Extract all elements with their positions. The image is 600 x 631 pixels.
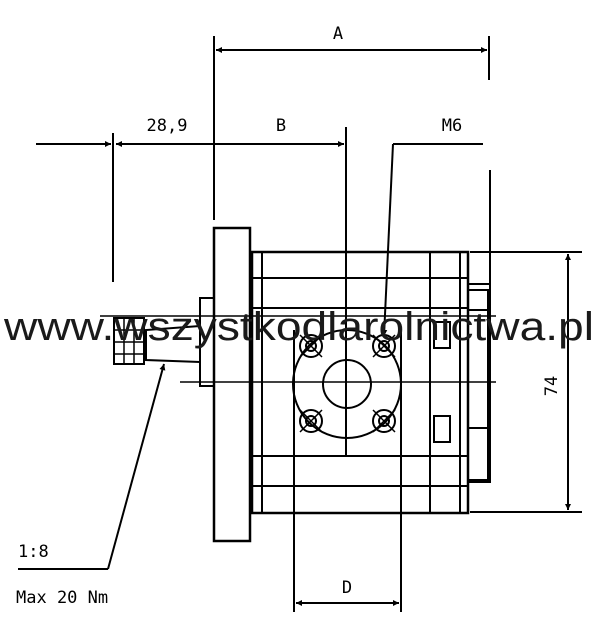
drive-shaft	[113, 317, 201, 365]
mounting-flange	[212, 226, 252, 543]
dimension-b: B	[116, 116, 347, 455]
thread-callout: M6	[381, 116, 483, 337]
watermark: www.wszystkodlarolnictwa.pl	[3, 305, 594, 349]
dimension-shaft-label: 28,9	[147, 116, 188, 136]
dimension-a: A	[213, 24, 490, 220]
dimension-height: 74	[470, 251, 582, 513]
dimension-b-label: B	[276, 116, 286, 136]
bolt-icon-bottom-left	[299, 409, 323, 433]
dimension-a-label: A	[333, 24, 343, 44]
thread-label: M6	[442, 116, 462, 136]
port-flange	[292, 329, 402, 612]
taper-callout: 1:8 Max 20 Nm	[16, 363, 166, 608]
bolt-icon-top-left	[299, 334, 323, 358]
dimension-d-label: D	[342, 578, 352, 598]
bolt-icon-bottom-right	[372, 409, 396, 433]
torque-label: Max 20 Nm	[16, 588, 108, 608]
flange-spigot	[199, 297, 215, 387]
dimension-height-label: 74	[542, 376, 562, 396]
center-lines	[100, 315, 496, 383]
taper-label: 1:8	[18, 542, 49, 562]
bolt-icon-top-right	[372, 334, 396, 358]
dimension-d: D	[296, 578, 399, 606]
dimension-shaft-length: 28,9	[36, 116, 187, 282]
